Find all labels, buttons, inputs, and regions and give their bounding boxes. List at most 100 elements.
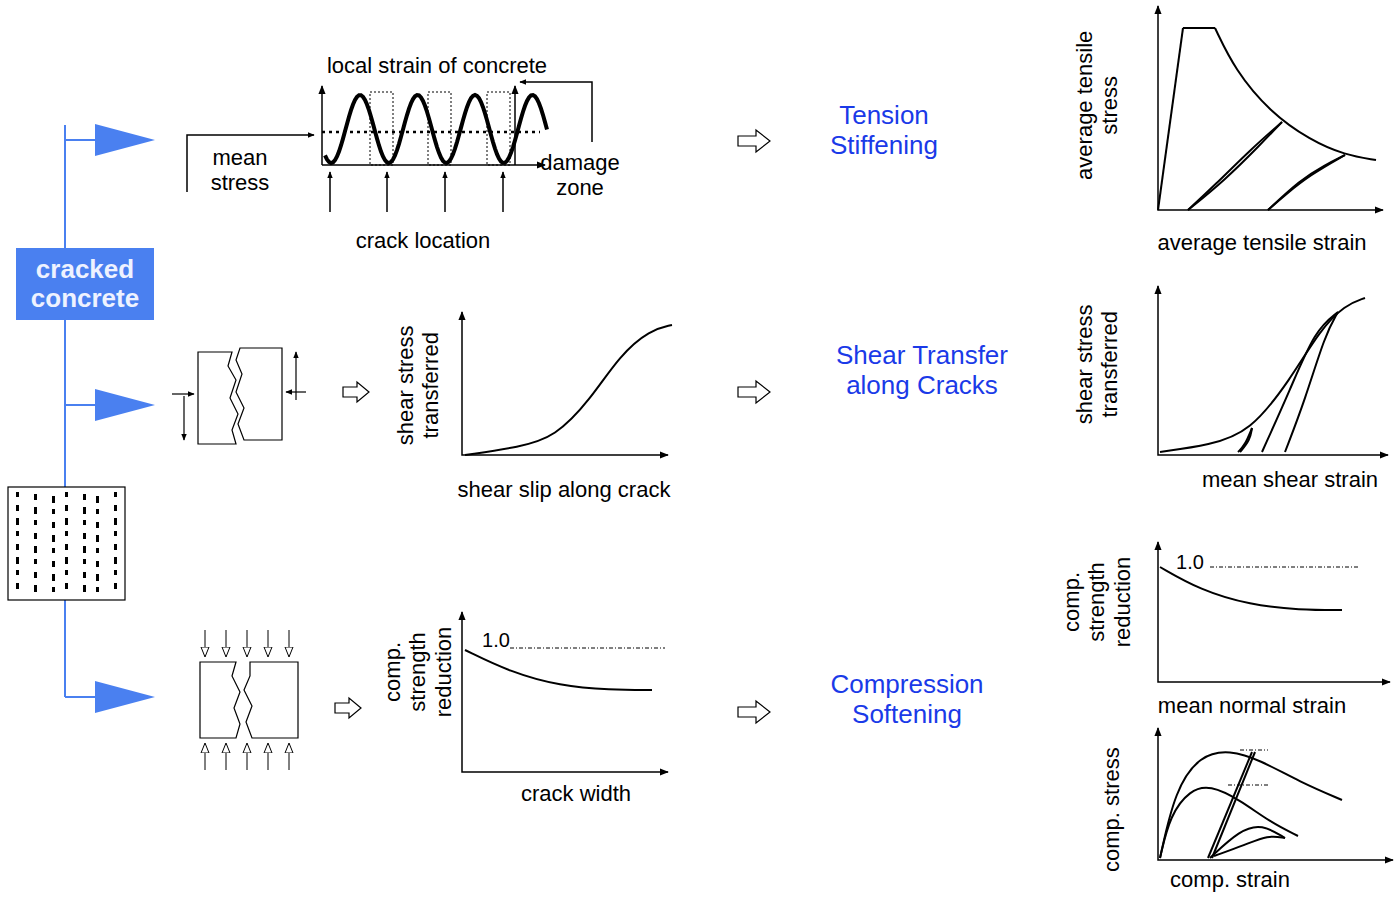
compression-crack-sketch — [200, 630, 298, 770]
curve — [1214, 837, 1285, 856]
crack-mark — [114, 544, 117, 550]
crack-mark — [65, 583, 68, 589]
curve — [1183, 27, 1215, 29]
axis-label: shear slip along crack — [458, 477, 671, 502]
curve — [1158, 28, 1183, 210]
crack-mark — [114, 557, 117, 564]
shear-crack-sketch — [172, 348, 306, 444]
crack-mark — [83, 494, 86, 500]
axis-label: comp. strain — [1170, 867, 1290, 892]
crack-mark — [114, 583, 117, 589]
crack-mark — [52, 496, 55, 503]
crack-mark — [52, 587, 55, 592]
axis-label: comp. strength reduction — [1059, 532, 1135, 672]
crack-mark — [52, 561, 55, 567]
crack-mark — [96, 509, 99, 514]
axis-label: mean shear strain — [1202, 467, 1378, 492]
curve — [1160, 788, 1298, 858]
crack-mark — [52, 548, 55, 553]
axis-label: comp. strength reduction — [380, 602, 456, 742]
crack-mark — [65, 570, 68, 575]
crack-mark — [52, 509, 55, 514]
crack-mark — [83, 572, 86, 578]
crack-mark — [16, 583, 19, 589]
crack-mark — [16, 492, 19, 497]
crack-mark — [52, 522, 55, 528]
crack-mark — [34, 572, 37, 578]
strain-wave — [325, 95, 547, 163]
annotation: damage zone — [535, 150, 625, 201]
crack-pattern — [16, 492, 117, 592]
chart-curves — [465, 28, 1376, 858]
axis-label: average tensile strain — [1157, 230, 1366, 255]
crack-mark — [16, 544, 19, 550]
crack-mark — [34, 585, 37, 592]
axis-value: 1.0 — [482, 629, 510, 652]
crack-mark — [83, 585, 86, 592]
figure-title: local strain of concrete — [327, 53, 547, 78]
axis-label: average tensile stress — [1072, 10, 1123, 200]
category-box: cracked concrete — [16, 248, 154, 320]
crack-mark — [96, 535, 99, 542]
crack-mark — [16, 518, 19, 525]
chart-axes — [462, 6, 1393, 860]
crack-mark — [65, 557, 68, 564]
crack-mark — [96, 574, 99, 581]
crack-mark — [65, 531, 68, 536]
axis-label: shear stress transferred — [393, 310, 444, 460]
crack-mark — [83, 507, 86, 514]
crack-mark — [96, 587, 99, 592]
curve — [465, 650, 652, 690]
crack-mark — [65, 544, 68, 550]
axis-label: shear stress transferred — [1072, 289, 1123, 439]
curve — [1215, 28, 1376, 160]
crack-mark — [65, 505, 68, 511]
crack-mark — [114, 570, 117, 575]
crack-mark — [96, 522, 99, 528]
curve — [1238, 428, 1252, 452]
crack-mark — [34, 494, 37, 500]
annotation: mean stress — [200, 145, 280, 196]
crack-mark — [65, 518, 68, 525]
crack-mark — [83, 533, 86, 539]
axis-label: comp. stress — [1099, 745, 1124, 875]
crack-mark — [16, 557, 19, 564]
crack-mark — [114, 492, 117, 497]
curve — [1188, 122, 1282, 210]
crack-mark — [34, 507, 37, 514]
curve — [1188, 122, 1282, 210]
crack-mark — [96, 561, 99, 567]
axis-value: 1.0 — [1176, 551, 1204, 574]
curve — [1262, 312, 1338, 452]
crack-pattern-box — [8, 487, 125, 600]
curve — [1285, 312, 1338, 452]
crack-mark — [114, 505, 117, 511]
curve — [1212, 752, 1255, 858]
crack-mark — [52, 535, 55, 542]
crack-mark — [114, 518, 117, 525]
crack-mark — [34, 533, 37, 539]
curve — [1208, 752, 1252, 858]
effect-title: Compression Softening — [807, 670, 1007, 730]
crack-mark — [114, 531, 117, 536]
branch-tree — [65, 124, 155, 713]
crack-mark — [83, 546, 86, 553]
crack-mark — [16, 531, 19, 536]
curve — [1268, 155, 1345, 210]
curve — [1210, 827, 1285, 858]
crack-mark — [34, 546, 37, 553]
crack-mark — [34, 520, 37, 525]
block-arrows — [335, 130, 770, 723]
strain-figure — [187, 82, 592, 212]
axis-label: crack width — [521, 781, 631, 806]
annotation: crack location — [356, 228, 491, 253]
axis-label: mean normal strain — [1158, 693, 1346, 718]
crack-mark — [96, 548, 99, 553]
crack-mark — [83, 520, 86, 525]
curve — [1160, 298, 1365, 452]
effect-title: Shear Transfer along Cracks — [807, 341, 1037, 401]
crack-mark — [34, 559, 37, 564]
crack-mark — [52, 574, 55, 581]
